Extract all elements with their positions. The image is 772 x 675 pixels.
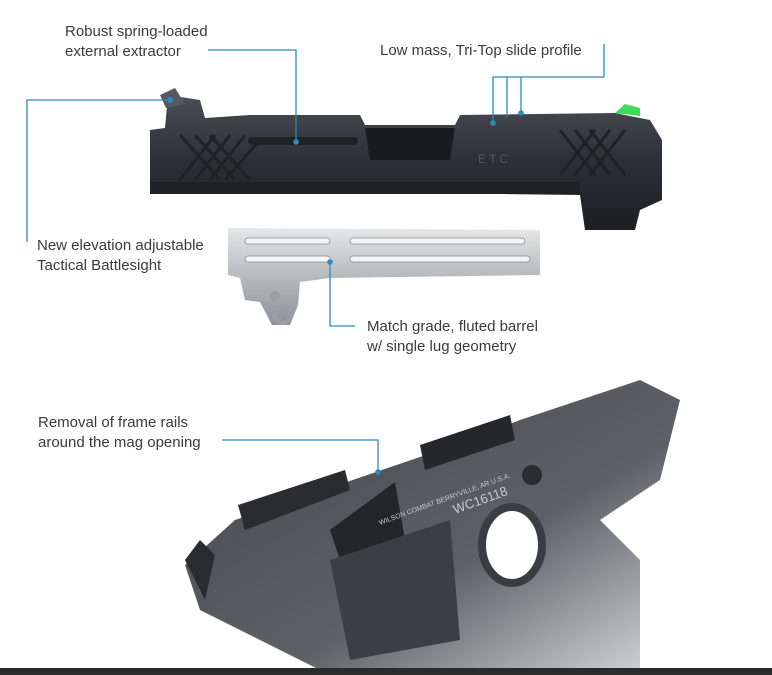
trigger-guard <box>478 503 546 587</box>
bottom-border <box>0 668 772 675</box>
barrel-leader-line <box>329 262 355 327</box>
callout-sight-line2: Tactical Battlesight <box>37 257 162 274</box>
slide: ETC <box>150 88 662 230</box>
barrel <box>228 228 540 325</box>
frame-rails-leader-line <box>222 439 379 472</box>
callout-sight-line1: New elevation adjustable <box>37 237 204 254</box>
callout-slide-profile-line1: Low mass, Tri-Top slide profile <box>380 42 582 59</box>
hammer <box>185 540 215 600</box>
callout-frame-rails: Removal of frame rails around the mag op… <box>38 413 201 453</box>
callout-dots <box>167 97 524 475</box>
callout-extractor: Robust spring-loaded external extractor <box>65 22 208 62</box>
extractor-leader-line <box>208 49 297 142</box>
callout-lines <box>26 44 605 472</box>
slide-profile-leader-line <box>492 44 605 123</box>
callout-barrel: Match grade, fluted barrel w/ single lug… <box>367 317 538 357</box>
frame: WC16118 WILSON COMBAT BERRYVILLE, AR U.S… <box>185 380 680 670</box>
front-sight <box>615 104 640 116</box>
callout-sight: New elevation adjustable Tactical Battle… <box>37 236 204 276</box>
callout-extractor-line1: Robust spring-loaded <box>65 23 208 40</box>
callout-extractor-line2: external extractor <box>65 43 181 60</box>
rear-sight <box>160 88 185 108</box>
grip-panel <box>330 520 460 660</box>
callout-frame-rails-line1: Removal of frame rails <box>38 414 189 431</box>
svg-text:ETC: ETC <box>478 152 511 166</box>
slide-serrations-rear <box>178 134 262 181</box>
slide-serrations-front <box>558 129 627 176</box>
callout-frame-rails-line2: around the mag opening <box>38 434 201 451</box>
callout-slide-profile: Low mass, Tri-Top slide profile <box>380 41 582 61</box>
callout-barrel-line2: w/ single lug geometry <box>367 338 517 355</box>
callout-barrel-line1: Match grade, fluted barrel <box>367 318 538 335</box>
sight-leader-line <box>26 99 167 242</box>
